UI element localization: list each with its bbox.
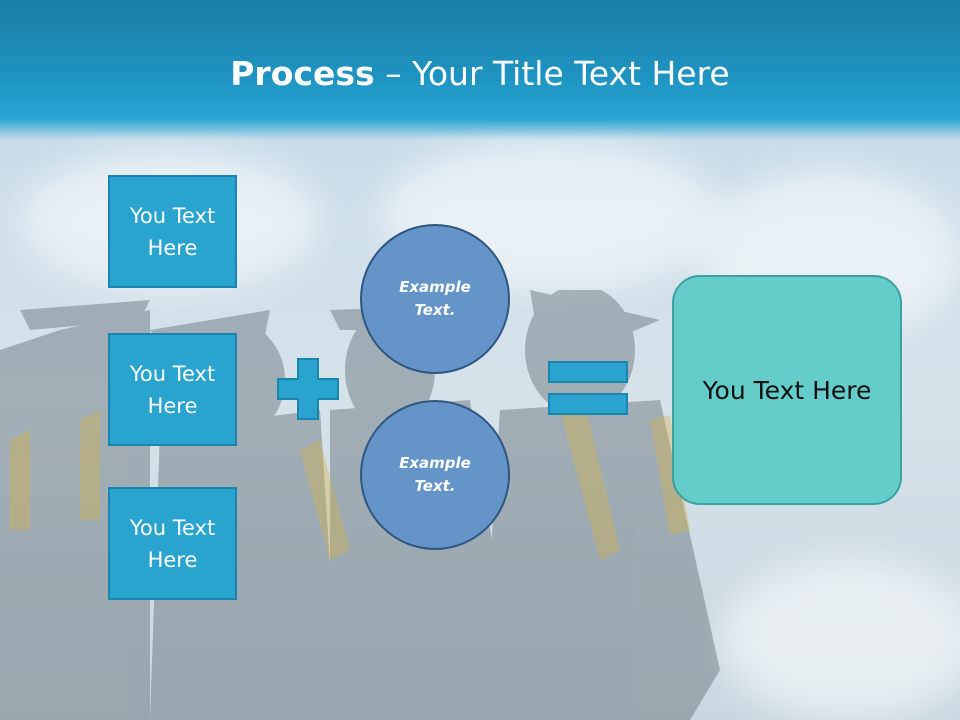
text-box-2-line-1: You Text [129, 361, 216, 386]
text-box-1-line-1: You Text [129, 203, 216, 228]
text-box-2-line-2: Here [147, 393, 198, 418]
example-circle-2-label: Example Text. [399, 452, 471, 498]
title-bar [0, 0, 960, 140]
title-bold: Process [230, 54, 375, 93]
result-box-label: You Text Here [702, 375, 872, 405]
example-circle-1[interactable]: Example Text. [360, 224, 510, 374]
plus-icon [277, 358, 339, 420]
text-box-3-line-1: You Text [129, 515, 216, 540]
example-circle-1-line-1: Example [399, 278, 471, 296]
text-box-1-label: You Text Here [130, 200, 215, 264]
example-circle-2-line-2: Text. [414, 477, 456, 495]
slide-title: Process – Your Title Text Here [0, 52, 960, 96]
text-box-2-label: You Text Here [130, 358, 215, 422]
text-box-3-line-2: Here [147, 547, 198, 572]
example-circle-2-line-1: Example [399, 454, 471, 472]
text-box-3-label: You Text Here [130, 512, 215, 576]
example-circle-1-label: Example Text. [399, 276, 471, 322]
result-box[interactable]: You Text Here [672, 275, 902, 505]
text-box-2[interactable]: You Text Here [108, 333, 237, 446]
example-circle-1-line-2: Text. [414, 301, 456, 319]
text-box-1-line-2: Here [147, 235, 198, 260]
text-box-1[interactable]: You Text Here [108, 175, 237, 288]
title-rest: – Your Title Text Here [374, 54, 730, 93]
equals-icon [548, 361, 628, 415]
example-circle-2[interactable]: Example Text. [360, 400, 510, 550]
text-box-3[interactable]: You Text Here [108, 487, 237, 600]
